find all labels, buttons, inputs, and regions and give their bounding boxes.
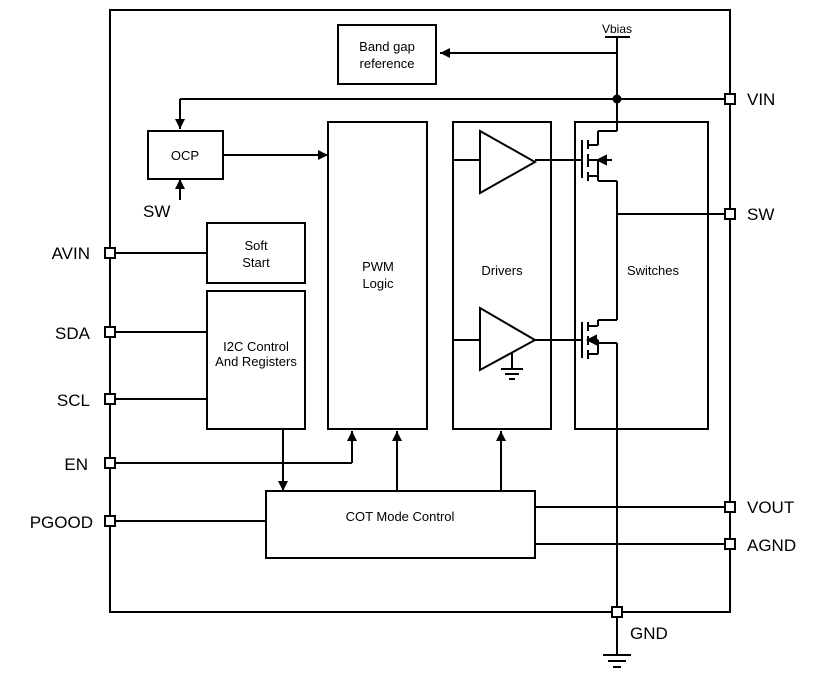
i2c-block: I2C Control And Registers (206, 290, 306, 430)
gnd-pin-label: GND (630, 624, 668, 643)
vin-pin-label: VIN (747, 90, 775, 109)
gnd-pin-box (611, 606, 623, 618)
cot-label: COT Mode Control (346, 509, 455, 524)
switches-label: Switches (627, 263, 680, 278)
low-side-driver-icon (479, 306, 538, 372)
vout-pin-label: VOUT (747, 498, 794, 517)
high-side-mosfet-icon (581, 131, 612, 181)
ocp-label: OCP (171, 148, 199, 163)
drivers-label: Drivers (481, 263, 523, 278)
en-pin-label: EN (64, 455, 88, 474)
driver-ground-icon (501, 368, 523, 380)
scl-pin-label: SCL (57, 391, 90, 410)
ocp-block: OCP (147, 130, 224, 180)
ground-icon (603, 654, 631, 668)
agnd-pin-label: AGND (747, 536, 796, 555)
soft-start-label-1: Soft (244, 238, 268, 253)
bandgap-label-2: reference (360, 56, 415, 71)
i2c-label-1: I2C Control (223, 339, 289, 354)
soft-start-label-2: Start (242, 255, 270, 270)
sda-pin-box (104, 326, 116, 338)
vout-pin-box (724, 501, 736, 513)
pwm-label-2: Logic (362, 276, 394, 291)
pgood-pin-box (104, 515, 116, 527)
en-pin-box (104, 457, 116, 469)
ocp-sw-label: SW (143, 202, 170, 221)
soft-start-block: Soft Start (206, 222, 306, 284)
bandgap-block: Band gap reference (337, 24, 437, 85)
sw-pin-label: SW (747, 205, 774, 224)
high-side-driver-icon (479, 129, 538, 195)
pwm-logic-block: PWM Logic (327, 121, 428, 430)
scl-pin-box (104, 393, 116, 405)
avin-pin-label: AVIN (52, 244, 90, 263)
pwm-label-1: PWM (362, 259, 394, 274)
bandgap-label-1: Band gap (359, 39, 415, 54)
vin-junction (612, 94, 622, 104)
chip-outline (109, 9, 731, 613)
pgood-pin-label: PGOOD (30, 513, 93, 532)
pin-boxes (104, 93, 736, 618)
low-side-mosfet-icon (581, 320, 599, 359)
avin-pin-box (104, 247, 116, 259)
agnd-pin-box (724, 538, 736, 550)
sw-pin-box (724, 208, 736, 220)
vbias-label: Vbias (602, 22, 632, 36)
switches-block: Switches (574, 121, 709, 430)
vin-pin-box (724, 93, 736, 105)
sda-pin-label: SDA (55, 324, 91, 343)
internal-wires (453, 122, 708, 429)
i2c-label-2: And Registers (215, 354, 297, 369)
cot-mode-control-block: COT Mode Control (265, 490, 536, 559)
